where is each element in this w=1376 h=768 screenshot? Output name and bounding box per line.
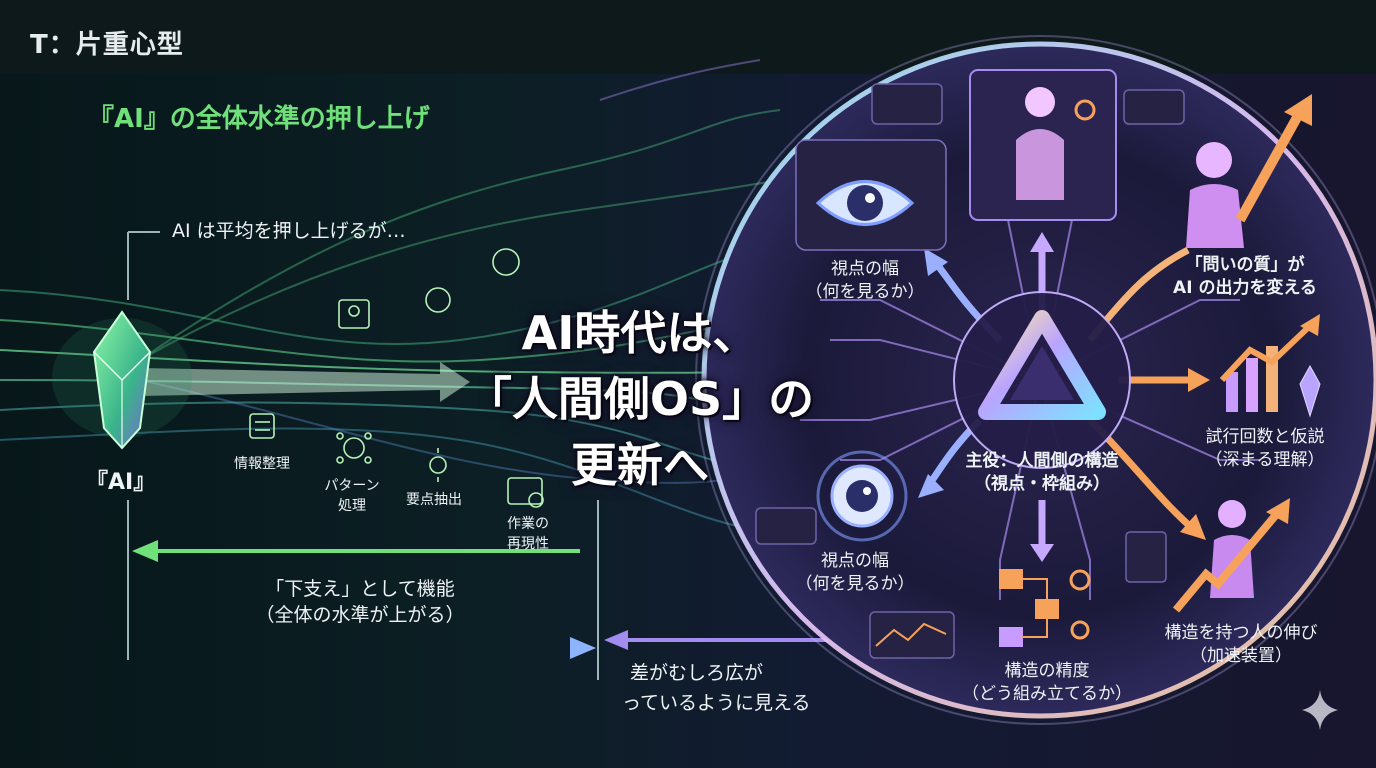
flowchart-icon <box>999 569 1091 647</box>
task-pattern: パターン処理 <box>324 478 380 514</box>
structured-person-icon <box>1172 498 1290 613</box>
task-info: 情報整理 <box>234 456 290 472</box>
chart-search-icon <box>507 477 543 505</box>
screen-panel-icon <box>871 83 943 125</box>
hero-heading: AI時代は、「人間側OS」の更新へ <box>465 306 815 492</box>
eye-icon-top <box>795 139 947 251</box>
callout-text: AI は平均を押し上げるが… <box>172 220 406 242</box>
task-extract: 要点抽出 <box>406 492 462 508</box>
network-dots-icon <box>425 287 451 313</box>
person-panel-icon <box>969 69 1117 221</box>
viewpoint-bottom-label: 視点の幅（何を見るか） <box>795 551 915 594</box>
profile-scan-icon <box>338 299 370 329</box>
main-flow-arrow <box>140 362 470 402</box>
subtitle: 『AI』の全体水準の押し上げ <box>88 104 430 134</box>
rising-bar-chart-icon <box>1219 314 1321 418</box>
support-arrow-right <box>130 637 596 659</box>
line-chart-icon <box>875 622 947 647</box>
ai-gem-icon <box>52 310 192 450</box>
page-title: T：片重心型 <box>30 30 184 60</box>
center-label: 主役：人間側の構造（視点・枠組み） <box>965 451 1119 494</box>
core-triangle-icon <box>953 291 1131 469</box>
document-icon <box>249 413 275 439</box>
person-growth-icon <box>1186 94 1312 248</box>
sparkle-watermark-icon <box>1302 690 1338 730</box>
viewpoint-top-label: 視点の幅（何を見るか） <box>805 259 925 302</box>
support-label: 「下支え」として機能（全体の水準が上がる） <box>255 578 465 626</box>
precision-label: 構造の精度（どう組み立てるか） <box>962 661 1132 704</box>
trials-label: 試行回数と仮説（深まる理解） <box>1205 427 1325 470</box>
eye-icon-bottom <box>816 450 908 542</box>
support-arrow-left <box>132 540 580 562</box>
gear-brain-icon <box>492 248 520 276</box>
ai-label: 『AI』 <box>86 470 156 495</box>
task-repro: 作業の再現性 <box>507 516 549 552</box>
growth-label: 構造を持つ人の伸び（加速装置） <box>1164 623 1318 666</box>
gap-label: 差がむしろ広がっているように見える <box>622 662 811 714</box>
pattern-network-icon <box>343 437 365 459</box>
sparkle-icon <box>429 456 447 474</box>
